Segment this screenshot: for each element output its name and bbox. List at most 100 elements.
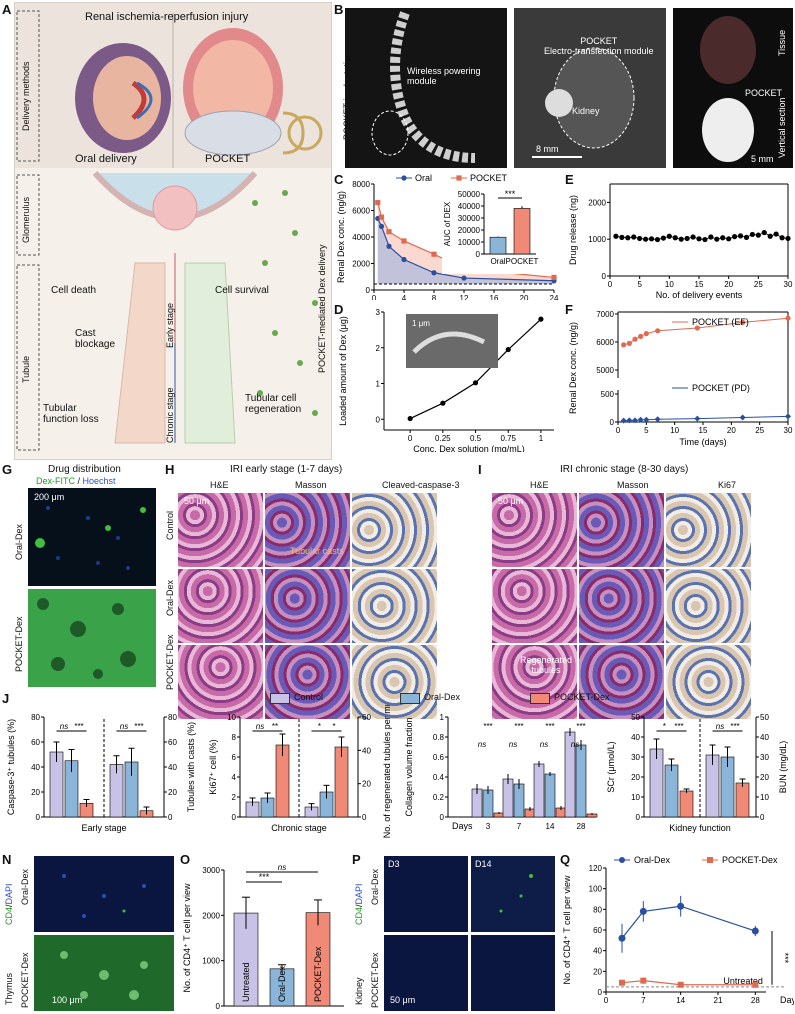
f-point — [694, 325, 700, 331]
k-sig: ns — [256, 722, 264, 731]
tissue-label: Tissue — [777, 29, 787, 56]
c-inset-y-label: AUC of DEX — [443, 201, 452, 246]
q-y-tick-label: 20 — [593, 967, 602, 976]
f-point — [620, 417, 627, 424]
early-stage-label: Early stage — [165, 302, 175, 348]
q-y-tick-label: 80 — [593, 905, 602, 914]
p-oral-d3-image: D3 — [384, 856, 468, 932]
k-ly-tick-label: 4 — [232, 773, 237, 782]
m-bar — [649, 748, 664, 818]
j-right-y-label: Tubules with casts (%) — [186, 722, 196, 812]
q-legend-marker — [707, 857, 713, 863]
c-y-label: Renal Dex conc. (ng/g) — [336, 191, 346, 283]
j-sig: *** — [134, 722, 143, 731]
c-y-tick-label: 6000 — [352, 207, 370, 216]
l-bar — [482, 789, 494, 818]
panel-letter-b: B — [334, 2, 344, 17]
l-y-tick-label: 1 — [440, 713, 445, 722]
n-oral-image — [34, 856, 174, 932]
legend-swatch-oral — [400, 693, 420, 704]
q-point — [752, 981, 759, 988]
l-y-tick-label: 0.4 — [433, 773, 445, 782]
e-point — [743, 234, 750, 240]
c-legend-marker — [456, 175, 462, 181]
c-inset-bar — [513, 208, 531, 255]
vertical-section-label: Vertical section — [777, 97, 787, 158]
f-point — [785, 315, 791, 321]
f-point — [643, 416, 650, 423]
g-pocket-image — [28, 589, 156, 687]
m-ry-tick-label: 20 — [760, 773, 769, 782]
e-x-tick-label: 30 — [784, 280, 793, 289]
l-bar — [502, 778, 514, 818]
j-ly-tick-label: 20 — [31, 788, 40, 797]
c-area-1 — [377, 202, 554, 285]
e-point — [755, 232, 761, 238]
p-stain-dapi: DAPI — [354, 883, 364, 905]
d-x-tick-label: 0 — [408, 434, 413, 443]
e-y-tick-label: 2000 — [588, 198, 606, 207]
f-y-tick-label: 5000 — [596, 366, 614, 375]
h-scale-label: 50 μm — [184, 496, 210, 506]
l-category: 14 — [546, 822, 555, 831]
e-point — [767, 233, 773, 239]
n-pocket-texture — [60, 951, 148, 1000]
m-ry-tick-label: 30 — [760, 753, 769, 762]
l-sig: *** — [483, 722, 492, 731]
f-point — [785, 413, 791, 420]
e-point — [631, 234, 637, 240]
j-left-y-label: Caspase-3⁺ tubules (%) — [6, 719, 16, 815]
p-pocket-d3-image: 50 μm — [384, 935, 468, 1011]
o-bar — [305, 912, 331, 1007]
l-sig: *** — [545, 722, 554, 731]
f-point — [655, 328, 661, 334]
f-point — [626, 417, 633, 424]
j-sig: ns — [120, 722, 128, 731]
d-y-tick-label: 1 — [376, 380, 381, 389]
i-title: IRI chronic stage (8-30 days) — [560, 464, 689, 475]
m-ly-tick-label: 50 — [631, 713, 640, 722]
histology-tile — [178, 493, 263, 567]
c-inset-y-tick-label: 40000 — [458, 202, 481, 211]
k-ly-tick-label: 10 — [227, 713, 236, 722]
l-y-tick-label: 0 — [440, 813, 445, 822]
e-point — [654, 236, 661, 243]
p-stain-cd4: CD4 — [354, 906, 364, 925]
j-sig: *** — [74, 722, 83, 731]
f-x-tick-label: 5 — [644, 426, 649, 435]
m-ly-tick-label: 40 — [631, 733, 640, 742]
e-point — [684, 235, 690, 242]
histology-tile — [492, 493, 577, 567]
n-stain-cd4: CD4 — [4, 906, 14, 925]
m-sig: *** — [730, 722, 739, 731]
e-point — [773, 231, 779, 237]
l-category: 3 — [486, 822, 491, 831]
e-point — [690, 234, 696, 240]
k-sig: ** — [272, 722, 278, 731]
histology-tile — [579, 569, 664, 643]
e-point — [737, 233, 744, 239]
pocket-label: POCKET — [205, 153, 251, 165]
m-group-label: Kidney function — [669, 823, 731, 833]
histology-tile — [352, 493, 437, 567]
e-point — [749, 231, 755, 238]
c-inset-sig: *** — [505, 189, 516, 199]
stain-hoechst: Hoechst — [82, 476, 116, 486]
legend-label-pocket: POCKET-Dex — [554, 692, 610, 702]
q-point — [677, 981, 684, 988]
m-ly-tick-label: 0 — [636, 813, 641, 822]
q-legend-label: POCKET-Dex — [722, 856, 778, 865]
k-left-y-label: Ki67⁺ cell (%) — [208, 739, 218, 794]
m-right-y-label: BUN (mg/dL) — [778, 741, 788, 794]
histology-tile — [265, 645, 350, 719]
o-y-tick-label: 2000 — [202, 911, 220, 920]
j-ly-tick-label: 80 — [31, 713, 40, 722]
l-sig: ns — [540, 740, 548, 749]
h-row-control: Control — [165, 510, 175, 540]
o-y-tick-label: 3000 — [202, 866, 220, 875]
legend-label-oral: Oral-Dex — [424, 692, 461, 702]
h-col-masson: Masson — [295, 480, 327, 490]
c-point — [461, 275, 467, 281]
